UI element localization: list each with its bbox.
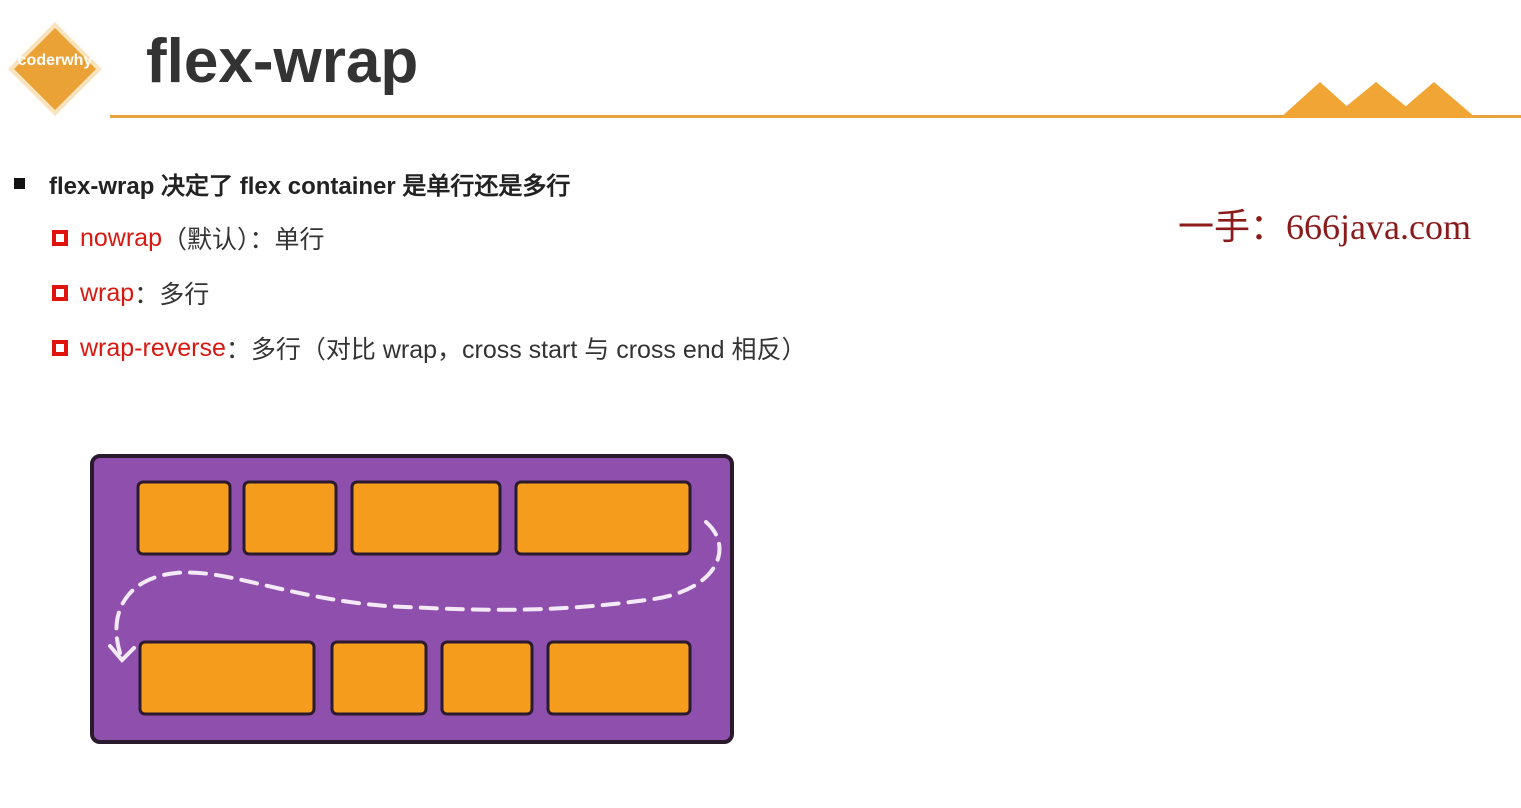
flex-item <box>350 480 502 556</box>
flex-wrap-illustration <box>90 454 734 744</box>
option-description: ：多行（对比 wrap，cross start 与 cross end 相反） <box>225 336 807 364</box>
option-nowrap: nowrap （默认）：单行 <box>52 220 325 256</box>
wrap-path-arrow <box>114 520 722 655</box>
flex-item <box>136 480 232 556</box>
hollow-square-bullet-icon <box>52 340 68 356</box>
option-keyword: wrap-reverse <box>80 333 226 362</box>
option-description: ：多行 <box>134 281 210 309</box>
mountains-decoration-icon <box>1280 82 1476 118</box>
flex-item <box>138 640 316 716</box>
hollow-square-bullet-icon <box>52 230 68 246</box>
main-bullet: flex-wrap 决定了 flex container 是单行还是多行 <box>14 166 570 201</box>
logo-diamond-icon <box>8 22 102 116</box>
option-description: （默认）：单行 <box>162 226 325 254</box>
flex-item <box>440 640 534 716</box>
main-bullet-text: flex-wrap 决定了 flex container 是单行还是多行 <box>49 173 571 200</box>
page-title: flex-wrap <box>146 27 419 96</box>
flex-item <box>546 640 692 716</box>
watermark-text: 一手：666java.com <box>1178 207 1471 247</box>
logo-text: coderwhy <box>17 52 93 69</box>
option-wrap: wrap ：多行 <box>52 275 209 311</box>
arrow-head-icon <box>108 644 136 663</box>
flex-item <box>330 640 428 716</box>
square-bullet-icon <box>14 178 25 189</box>
option-keyword: wrap <box>80 278 135 307</box>
hollow-square-bullet-icon <box>52 285 68 301</box>
flex-item <box>514 480 692 556</box>
header-divider <box>110 115 1521 118</box>
flex-item <box>242 480 338 556</box>
option-wrap-reverse: wrap-reverse ：多行（对比 wrap，cross start 与 c… <box>52 330 807 366</box>
option-keyword: nowrap <box>80 223 162 252</box>
